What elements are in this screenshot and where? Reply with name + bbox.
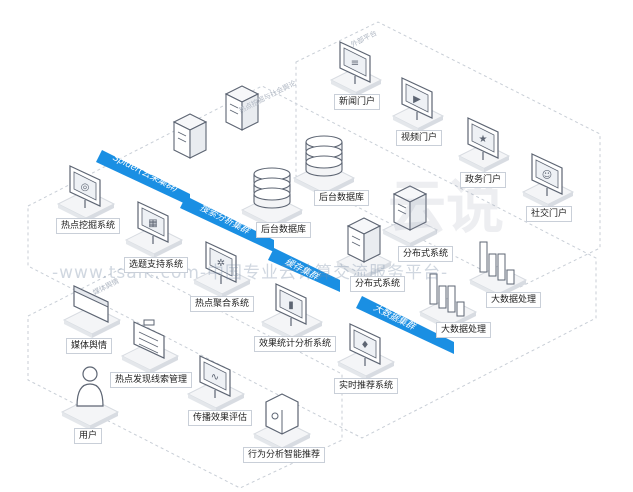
label-effect-stats: 效果统计分析系统 bbox=[254, 336, 337, 352]
clipboard-icon bbox=[133, 319, 165, 359]
label-news-portal: 新闻门户 bbox=[334, 94, 381, 110]
bar-blocks-icon bbox=[479, 241, 515, 285]
label-distributed-1: 分布式系统 bbox=[350, 276, 406, 292]
server-icon bbox=[346, 217, 382, 263]
label-backend-db-2: 后台数据库 bbox=[314, 190, 370, 206]
bar-blocks-icon bbox=[429, 273, 465, 317]
label-behavior-analysis: 行为分析智能推荐 bbox=[243, 447, 326, 463]
label-social-portal: 社交门户 bbox=[526, 206, 573, 222]
label-hot-aggregate: 热点聚合系统 bbox=[190, 296, 255, 312]
svg-text:☺: ☺ bbox=[542, 170, 552, 181]
label-video-portal: 视频门户 bbox=[396, 130, 443, 146]
svg-text:★: ★ bbox=[479, 134, 488, 145]
bar-chart-icon: ▮ bbox=[275, 283, 307, 326]
svg-text:▮: ▮ bbox=[288, 300, 294, 311]
svg-text:▦: ▦ bbox=[148, 218, 157, 229]
thumbs-up-icon: ♦ bbox=[349, 323, 381, 366]
svg-text:▶: ▶ bbox=[413, 94, 421, 105]
svg-text:◎: ◎ bbox=[81, 182, 90, 193]
label-hot-mining: 热点挖掘系统 bbox=[56, 218, 121, 234]
svg-text:✲: ✲ bbox=[217, 258, 225, 269]
label-backend-db-1: 后台数据库 bbox=[256, 222, 312, 238]
label-bigdata-proc-2: 大数据处理 bbox=[486, 292, 542, 308]
target-icon: ◎ bbox=[69, 165, 101, 208]
server-icon bbox=[392, 185, 428, 231]
svg-text:≡: ≡ bbox=[351, 58, 359, 69]
server-top-right-icon bbox=[224, 85, 260, 131]
people-icon: ☺ bbox=[531, 153, 563, 196]
group-outline-hot bbox=[27, 85, 597, 439]
group-outline-portal bbox=[295, 21, 601, 289]
news-icon: ≡ bbox=[339, 41, 371, 84]
label-spread-eval: 传播效果评估 bbox=[188, 410, 253, 426]
platform-user bbox=[60, 397, 120, 430]
shield-star-icon: ★ bbox=[467, 117, 499, 160]
label-bigdata-proc-1: 大数据处理 bbox=[436, 322, 492, 338]
ribbon-spider bbox=[96, 150, 190, 206]
ribbon-cache bbox=[268, 248, 340, 292]
browser-icon bbox=[73, 285, 109, 323]
label-clue-search: 热点发现线索管理 bbox=[110, 372, 193, 388]
ribbon-search bbox=[180, 196, 274, 252]
network-icon: ✲ bbox=[205, 241, 237, 284]
server-top-left-icon bbox=[172, 113, 208, 159]
label-topic-support: 选题支持系统 bbox=[124, 257, 189, 273]
database-icon bbox=[253, 167, 291, 209]
label-gov-portal: 政务门户 bbox=[460, 172, 507, 188]
line-chart-icon: ∿ bbox=[199, 355, 231, 398]
user-icon bbox=[76, 366, 104, 407]
label-realtime-recommend: 实时推荐系统 bbox=[334, 378, 399, 394]
label-user: 用户 bbox=[74, 428, 103, 444]
label-distributed-2: 分布式系统 bbox=[398, 246, 454, 262]
svg-text:♦: ♦ bbox=[361, 340, 370, 351]
database-icon bbox=[305, 135, 343, 177]
grid-icon: ▦ bbox=[137, 201, 169, 244]
puzzle-icon bbox=[265, 393, 299, 435]
label-media-opinion: 媒体舆情 bbox=[66, 338, 113, 354]
ribbon-bigdata bbox=[356, 296, 454, 354]
svg-text:∿: ∿ bbox=[211, 372, 219, 383]
play-icon: ▶ bbox=[401, 77, 433, 120]
